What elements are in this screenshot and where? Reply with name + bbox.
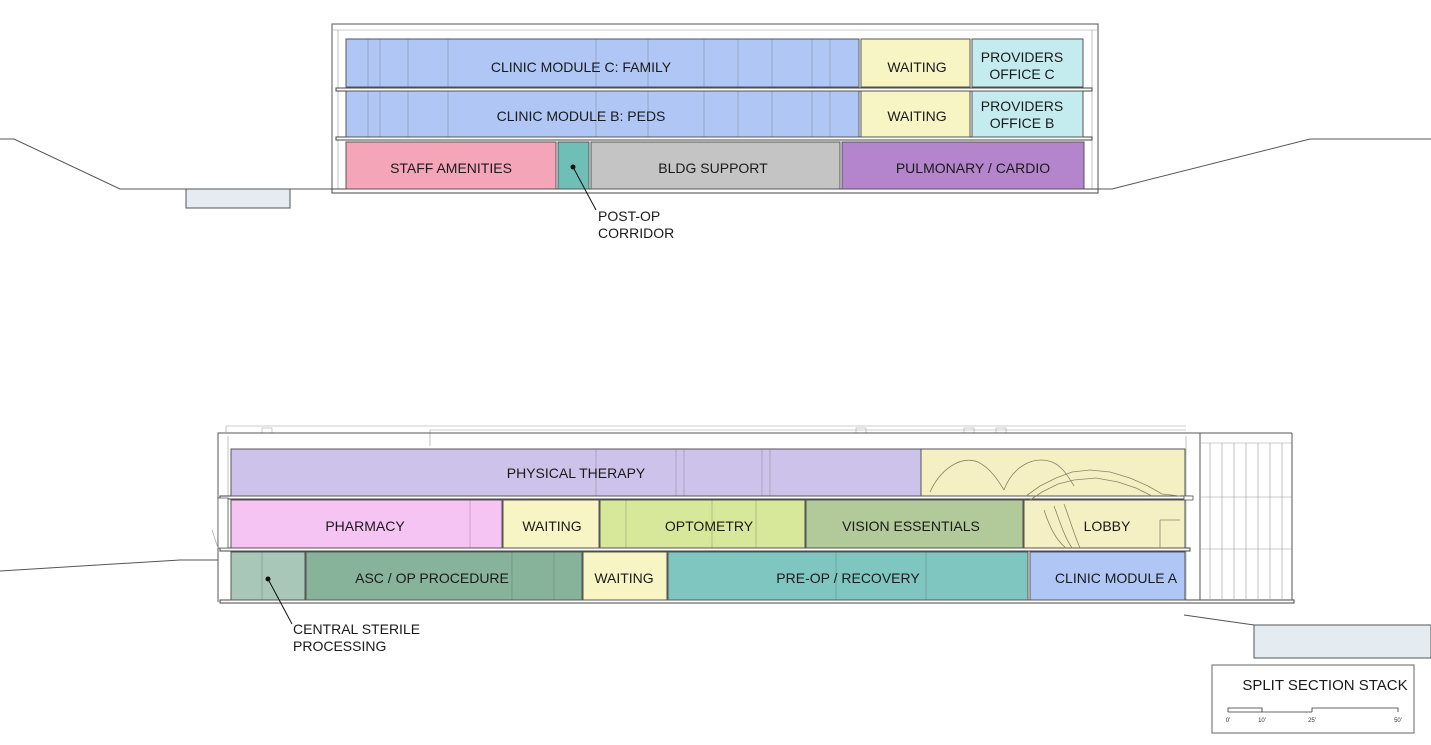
providers-c-label-line1: PROVIDERS [981,49,1063,65]
upper-ground-right [1098,138,1431,190]
clinic-module-a-room [1029,551,1186,601]
lower-section: PHYSICAL THERAPY PHARMACY WAITING OPTOME… [0,425,1431,659]
lobby-upper-volume [920,448,1186,497]
pulmonary-cardio-room [841,141,1085,190]
post-op-corridor-room [557,141,590,190]
legend-title: SPLIT SECTION STACK [1242,677,1407,694]
upper-site-wall [185,188,291,209]
waiting-c-room [860,38,971,88]
clinic-b-mullions [367,91,831,137]
pulmonary-cardio-label: PULMONARY / CARDIO [896,160,1050,176]
scale-tick-10: 10' [1258,718,1266,724]
pt-mullions [595,449,771,496]
csp-leader-line [267,578,293,625]
waiting-b-label: WAITING [887,108,946,124]
waiting-lower-2-label: WAITING [522,518,581,534]
scale-tick-50: 50' [1394,718,1402,724]
lobby-curtain-wall [1200,443,1292,600]
clinic-module-b-room [345,90,860,138]
physical-therapy-label: PHYSICAL THERAPY [507,465,646,481]
providers-b-label-line1: PROVIDERS [981,98,1063,114]
waiting-b-room [860,90,971,138]
lower-site-wall [1253,624,1431,659]
providers-b-label-line2: OFFICE B [990,115,1055,131]
asc-op-procedure-label: ASC / OP PROCEDURE [355,570,509,586]
post-op-leader-line [572,166,597,211]
pre-op-recovery-room [667,551,1029,601]
staff-amenities-label: STAFF AMENITIES [390,160,512,176]
providers-c-label-line2: OFFICE C [989,66,1054,82]
lobby-label: LOBBY [1084,518,1131,534]
waiting-lower-1-label: WAITING [594,570,653,586]
pharmacy-label: PHARMACY [325,518,405,534]
legend-box: SPLIT SECTION STACK 0' 10' 25' 50' [1211,664,1415,734]
optometry-room [599,499,806,549]
clinic-module-b-label: CLINIC MODULE B: PEDS [497,108,666,124]
lobby-stair-sculpture [929,459,1181,549]
clinic-module-c-room [345,38,860,88]
staff-amenities-room [345,141,557,190]
optometry-label: OPTOMETRY [665,518,754,534]
scale-tick-0: 0' [1226,718,1230,724]
clinic-module-c-label: CLINIC MODULE C: FAMILY [491,59,672,75]
csp-callout-line1: CENTRAL STERILE [293,621,420,637]
central-sterile-room [230,551,306,601]
waiting-lower-1-room [582,551,668,601]
upper-section: CLINIC MODULE C: FAMILY WAITING PROVIDER… [0,23,1431,241]
clinic-c-mullions [367,39,831,87]
lower-ground-left [0,559,218,572]
roof-detail [225,425,1186,446]
vision-essentials-room [805,499,1024,549]
clinic-module-a-label: CLINIC MODULE A [1055,570,1178,586]
waiting-c-label: WAITING [887,59,946,75]
lobby-room [1023,499,1186,549]
vision-essentials-label: VISION ESSENTIALS [842,518,980,534]
scale-tick-25: 25' [1308,718,1316,724]
bldg-support-room [590,141,841,190]
pre-op-recovery-label: PRE-OP / RECOVERY [776,570,920,586]
scale-bar [1227,707,1399,713]
waiting-lower-2-room [502,499,600,549]
asc-op-procedure-room [305,551,583,601]
physical-therapy-room [230,448,922,497]
post-op-callout-line2: CORRIDOR [598,225,674,241]
lower-ramp [1183,614,1431,626]
pharmacy-room [230,499,503,549]
post-op-callout-line1: POST-OP [598,208,660,224]
providers-office-c-room [971,38,1084,88]
bldg-support-label: BLDG SUPPORT [658,160,768,176]
csp-callout-line2: PROCESSING [293,638,386,654]
providers-office-b-room [971,90,1084,138]
upper-ground-left [0,138,186,190]
